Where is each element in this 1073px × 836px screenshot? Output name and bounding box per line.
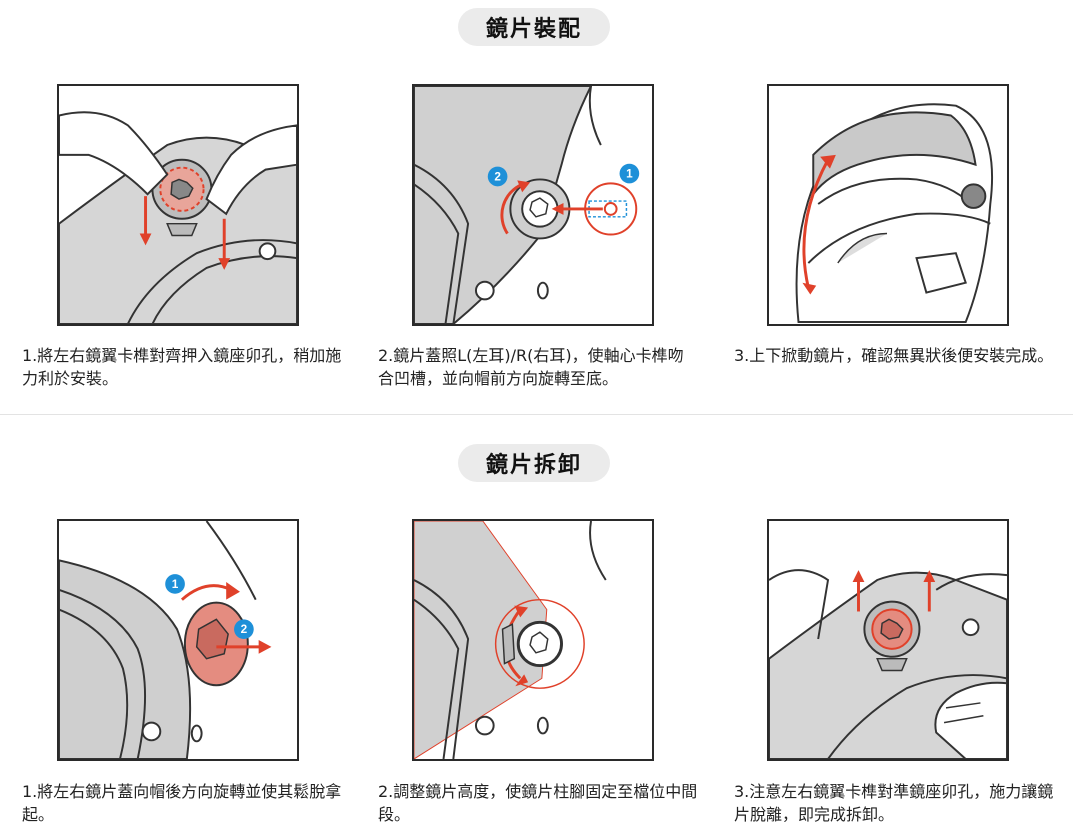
assembly-step-1-caption: 1.將左右鏡翼卡榫對齊押入鏡座卯孔，稍加施力利於安裝。 <box>22 346 342 388</box>
removal-step-2-caption: 2.調整鏡片高度，使鏡片柱腳固定至檔位中間段。 <box>378 782 698 824</box>
assembly-step-3-caption: 3.上下掀動鏡片，確認無異狀後便安裝完成。 <box>734 346 1054 365</box>
assembly-step-3-illustration <box>767 84 1009 326</box>
marker-2: 2 <box>494 169 501 183</box>
section-title-removal: 鏡片拆卸 <box>458 444 610 482</box>
assembly-step-1-illustration <box>57 84 299 326</box>
removal-step-2-illustration <box>412 519 654 761</box>
removal-step-1-illustration: 1 2 <box>57 519 299 761</box>
removal-step-3-caption: 3.注意左右鏡翼卡榫對準鏡座卯孔，施力讓鏡片脫離，即完成拆卸。 <box>734 782 1054 824</box>
marker-1: 1 <box>626 166 633 180</box>
section-title-assembly: 鏡片裝配 <box>458 8 610 46</box>
assembly-step-2-illustration: 2 1 <box>412 84 654 326</box>
assembly-step-2-caption: 2.鏡片蓋照L(左耳)/R(右耳)，使軸心卡榫吻合凹槽，並向帽前方向旋轉至底。 <box>378 346 684 388</box>
section-divider <box>0 414 1073 415</box>
marker-1: 1 <box>172 577 179 591</box>
marker-2: 2 <box>241 622 248 636</box>
removal-step-1-caption: 1.將左右鏡片蓋向帽後方向旋轉並使其鬆脫拿起。 <box>22 782 342 824</box>
removal-step-3-illustration <box>767 519 1009 761</box>
